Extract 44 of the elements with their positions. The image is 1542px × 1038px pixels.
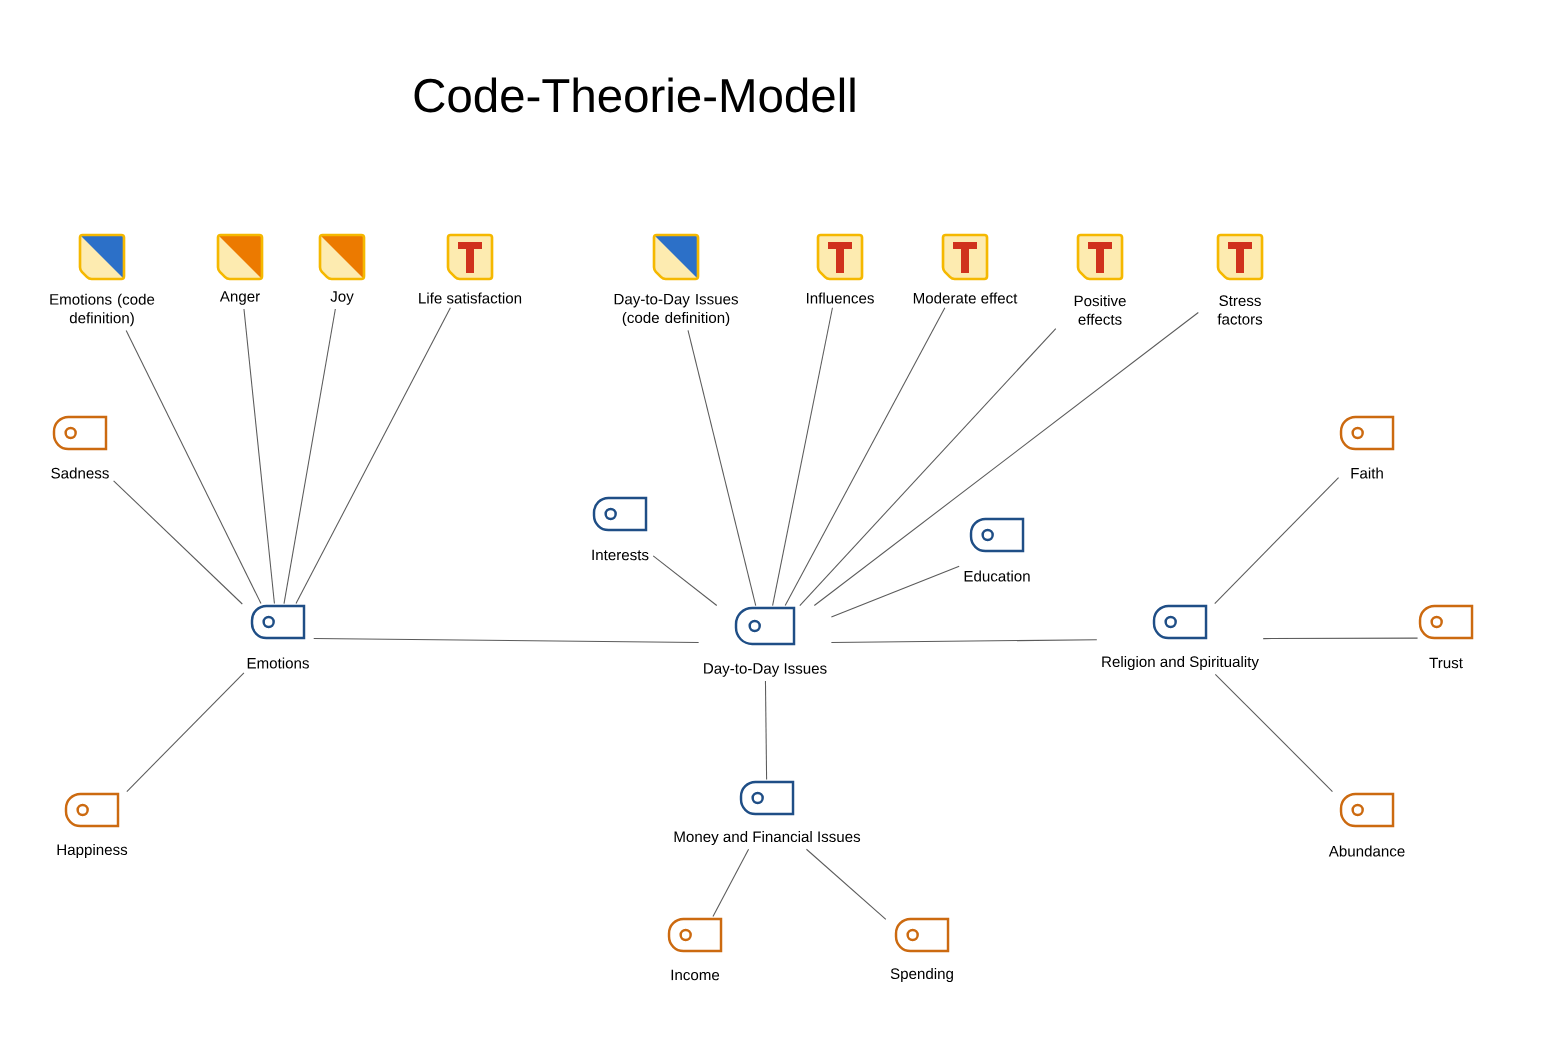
node-label: Emotions (code definition) (50, 293, 155, 327)
node-label: Anger (219, 291, 260, 305)
connector-line (687, 329, 757, 607)
connector-line (784, 307, 946, 607)
node-label: Spending (890, 967, 953, 983)
node-label: Abundance (1328, 845, 1405, 857)
connector-line (243, 308, 275, 605)
node-label: Sadness (51, 467, 109, 479)
node-label: Life satisfaction (419, 292, 522, 304)
diagram-title: Code-Theorie-Modell (414, 77, 855, 113)
connector-line (1214, 673, 1333, 793)
node-label: Happiness (57, 843, 128, 859)
node-label: Faith (1351, 467, 1383, 479)
node-label: Education (964, 570, 1030, 582)
node-label: Influences (806, 292, 874, 304)
connector-line (1214, 477, 1340, 605)
node-label: Trust (1429, 657, 1463, 669)
connector-line (313, 638, 700, 644)
node-label: Income (671, 969, 720, 981)
connector-line (772, 307, 833, 607)
node-label: Moderate effect (913, 292, 1018, 304)
connector-line (295, 307, 451, 605)
node-label: Stress factors (1217, 295, 1263, 325)
connector-line (1262, 637, 1419, 640)
node-label: Joy (330, 291, 354, 305)
connector-line (764, 680, 768, 781)
connector-line (813, 311, 1199, 607)
node-label: Religion and Spirituality (1102, 655, 1259, 671)
node-label: Day-to-Day Issues (704, 663, 827, 677)
connector-line (652, 555, 718, 607)
node-label: Day-to-Day Issues (code definition) (614, 293, 738, 327)
connector-line (283, 308, 336, 605)
connector-line (830, 639, 1098, 644)
connector-line (126, 672, 245, 793)
connector-line (125, 330, 262, 605)
connector-line (805, 848, 887, 920)
node-label: Positive effects (1074, 295, 1126, 325)
connector-line (113, 480, 243, 605)
node-label: Emotions (247, 657, 309, 669)
connector-line (799, 328, 1057, 607)
connector-line (712, 848, 750, 918)
connector-line (830, 565, 960, 618)
node-label: Money and Financial Issues (674, 830, 861, 846)
node-label: Interests (592, 549, 649, 561)
